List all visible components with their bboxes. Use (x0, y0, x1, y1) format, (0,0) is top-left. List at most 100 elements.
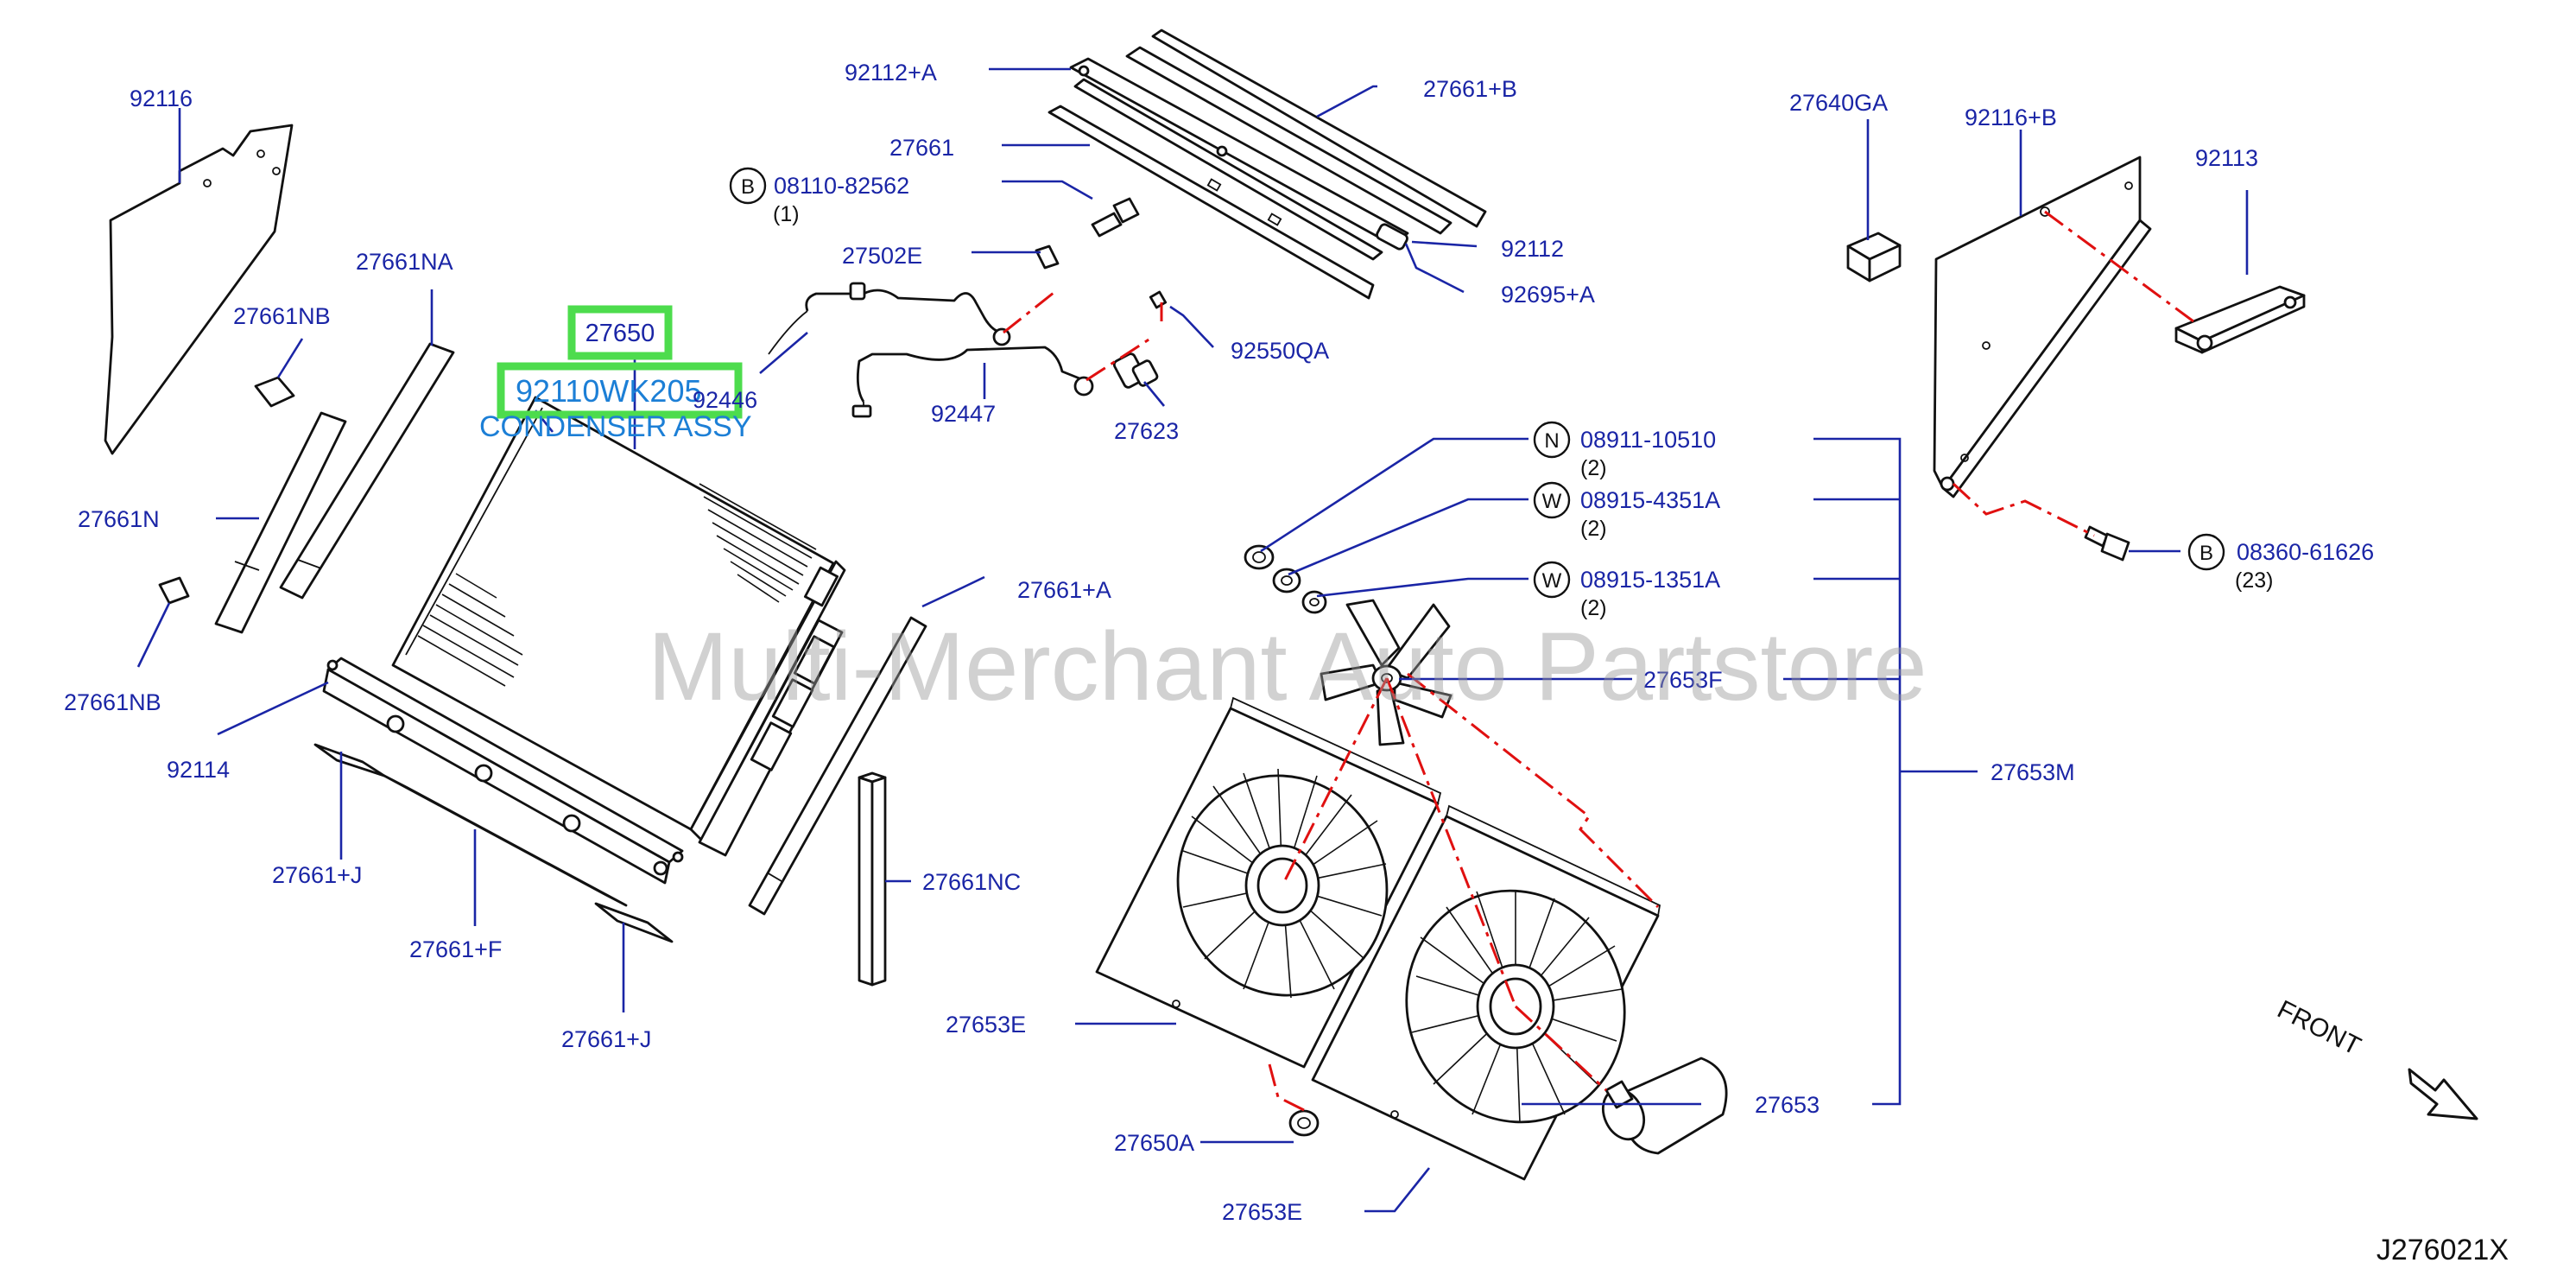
pipe-92447 (851, 346, 1094, 418)
pipe-92446 (768, 282, 1011, 355)
bracket-92116 (104, 124, 294, 455)
front-label: FRONT (2273, 995, 2365, 1061)
bolt-symbol-letter-2: B (2199, 542, 2213, 565)
label-92114[interactable]: 92114 (167, 757, 230, 783)
bracket-92113 (2174, 285, 2306, 354)
bolt-08110-82562 (1091, 197, 1140, 238)
label-27650A[interactable]: 27650A (1114, 1130, 1194, 1156)
qty-08110-82562: (1) (773, 202, 800, 226)
fan-shroud-left (1095, 696, 1442, 1069)
qty-08915-1351A: (2) (1580, 596, 1607, 620)
label-92695A[interactable]: 92695+A (1501, 282, 1595, 308)
bracket-27502E (1035, 244, 1060, 270)
washer-08915-1351A (1301, 590, 1327, 614)
symbol-bolt-08360: B (2187, 533, 2225, 571)
seal-27661NA (279, 342, 455, 600)
label-27661A[interactable]: 27661+A (1017, 577, 1111, 603)
symbol-washer-08915-1351A: W (1533, 561, 1571, 599)
seal-92112A (1069, 57, 1409, 245)
symbol-washer-08915-4351A: W (1533, 481, 1571, 519)
seal-27661J-left (313, 743, 386, 777)
label-27653E-bottom[interactable]: 27653E (1222, 1199, 1302, 1225)
label-27502E[interactable]: 27502E (842, 243, 922, 269)
symbol-bolt-08110: B (729, 167, 767, 205)
leader-lines (136, 67, 2249, 1213)
symbol-nut-08911: N (1533, 421, 1571, 459)
label-08911-10510[interactable]: 08911-10510 (1580, 427, 1716, 453)
highlight-92110WK205[interactable]: 92110WK205 (497, 362, 743, 419)
condenser-assy (391, 396, 846, 857)
centerlines-right (1952, 210, 2194, 537)
label-92446[interactable]: 92446 (693, 387, 757, 413)
bolt-symbol-letter: B (741, 175, 755, 199)
watermark: Multi-Merchant Auto Partstore (648, 612, 1927, 720)
fan-blade-27653F (1320, 599, 1453, 746)
label-92550QA[interactable]: 92550QA (1231, 338, 1329, 364)
centerlines-fan (1268, 672, 1660, 1112)
label-92113[interactable]: 92113 (2195, 145, 2258, 171)
label-27653F[interactable]: 27653F (1643, 667, 1723, 693)
qty-08915-4351A: (2) (1580, 517, 1607, 541)
label-92112A[interactable]: 92112+A (845, 60, 937, 86)
qty-08360-61626: (23) (2235, 568, 2273, 593)
label-27661B[interactable]: 27661+B (1423, 76, 1517, 102)
washer-symbol-letter-a: W (1542, 490, 1562, 513)
switch-27623 (1112, 352, 1159, 389)
motor-27653 (1601, 1057, 1728, 1155)
bracket-92116B (1933, 155, 2152, 498)
seal-27661B (1125, 29, 1487, 235)
front-arrow-icon (2408, 1068, 2478, 1120)
label-27661NC[interactable]: 27661NC (922, 869, 1021, 895)
seal-27661J-bottom (594, 902, 674, 943)
highlight-27650[interactable]: 27650 (567, 305, 673, 360)
clip-92550QA (1149, 290, 1168, 309)
label-27661NB-bottom[interactable]: 27661NB (64, 689, 161, 715)
label-27661J-bottom[interactable]: 27661+J (561, 1026, 651, 1052)
seal-27661N (214, 411, 347, 634)
label-27661NB-top[interactable]: 27661NB (233, 303, 331, 329)
label-27661N[interactable]: 27661N (78, 506, 160, 532)
qty-08911-10510: (2) (1580, 456, 1607, 480)
block-27640GA (1846, 232, 1902, 282)
condenser-fins-bottom (417, 573, 523, 687)
pad-27661NB-top (254, 376, 295, 408)
diagram-code: J276021X (2377, 1234, 2509, 1266)
label-08915-1351A[interactable]: 08915-1351A (1580, 567, 1720, 593)
seal-27661A (748, 616, 927, 916)
clip-92695A (1376, 223, 1408, 251)
label-condenser-assy: CONDENSER ASSY (479, 410, 752, 443)
seal-27661 (1047, 78, 1383, 300)
support-92114 (322, 657, 684, 885)
nut-symbol-letter: N (1544, 429, 1559, 453)
label-27653M[interactable]: 27653M (1991, 759, 2075, 785)
label-27640GA[interactable]: 27640GA (1789, 90, 1888, 116)
label-27661F[interactable]: 27661+F (409, 936, 502, 962)
seal-27661F (383, 774, 628, 907)
washer-symbol-letter-b: W (1542, 569, 1562, 593)
label-27623[interactable]: 27623 (1114, 418, 1179, 444)
pad-27661NB-bottom (158, 576, 190, 605)
label-92110WK205: 92110WK205 (516, 373, 702, 409)
label-27661J-left[interactable]: 27661+J (272, 862, 362, 888)
label-27653E-top[interactable]: 27653E (946, 1012, 1026, 1038)
seal-27661NC (858, 771, 887, 987)
front-indicator: FRONT (2273, 995, 2478, 1120)
label-08360-61626[interactable]: 08360-61626 (2237, 539, 2374, 565)
part-labels: 92116 27661NA 27661NB 27661N 27661NB 921… (64, 60, 2374, 1225)
condenser-fins-top (699, 483, 817, 603)
label-92112[interactable]: 92112 (1501, 236, 1564, 262)
label-08915-4351A[interactable]: 08915-4351A (1580, 487, 1720, 513)
label-92116B[interactable]: 92116+B (1965, 105, 2057, 130)
grommet-27650A (1288, 1109, 1320, 1137)
label-27661NA[interactable]: 27661NA (356, 249, 453, 275)
label-27653[interactable]: 27653 (1755, 1092, 1820, 1118)
label-27661[interactable]: 27661 (889, 135, 954, 161)
nut-08911-10510 (1244, 544, 1275, 570)
centerlines-top (1003, 288, 1163, 382)
label-92447[interactable]: 92447 (931, 401, 996, 427)
bolt-08360-61626 (2084, 525, 2130, 562)
label-08110-82562[interactable]: 08110-82562 (774, 173, 909, 199)
label-27650: 27650 (585, 320, 655, 347)
label-92116[interactable]: 92116 (130, 86, 193, 111)
